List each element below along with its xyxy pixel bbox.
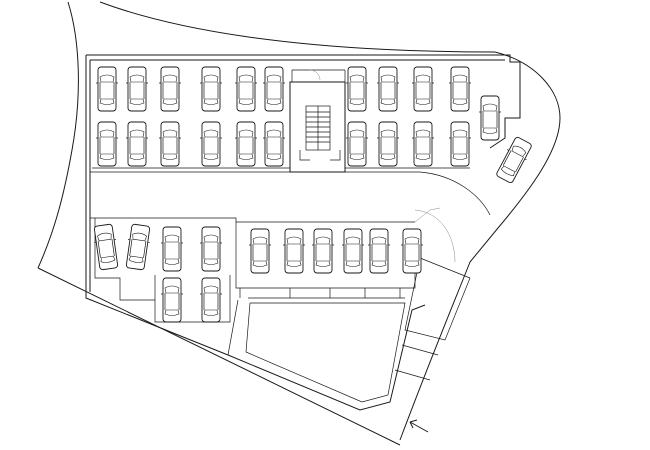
parked-car bbox=[377, 121, 399, 167]
parked-car bbox=[161, 226, 183, 272]
parked-car bbox=[377, 66, 399, 112]
parked-car bbox=[496, 136, 532, 184]
building-outline-inner bbox=[89, 59, 505, 292]
parked-car bbox=[342, 228, 364, 274]
parked-car bbox=[126, 66, 148, 112]
parked-car bbox=[283, 228, 305, 274]
parked-car bbox=[159, 121, 181, 167]
parked-car bbox=[161, 277, 183, 323]
parked-car bbox=[200, 277, 222, 323]
parked-car bbox=[412, 121, 434, 167]
building-outline bbox=[85, 54, 521, 411]
parked-cars bbox=[93, 66, 532, 323]
parked-car bbox=[449, 66, 471, 112]
parked-car bbox=[312, 228, 334, 274]
parked-car bbox=[249, 228, 271, 274]
parked-car bbox=[479, 95, 501, 141]
parked-car bbox=[96, 121, 118, 167]
parked-car bbox=[200, 121, 222, 167]
parked-car bbox=[126, 121, 148, 167]
parked-car bbox=[401, 228, 423, 274]
parked-car bbox=[235, 66, 257, 112]
site-boundary bbox=[37, 1, 561, 446]
stair-core bbox=[289, 69, 346, 173]
parked-car bbox=[263, 66, 285, 112]
parked-car bbox=[412, 66, 434, 112]
parked-car bbox=[449, 121, 471, 167]
parked-car bbox=[200, 226, 222, 272]
parked-car bbox=[368, 228, 390, 274]
parked-car bbox=[263, 121, 285, 167]
parked-car bbox=[93, 223, 119, 271]
parked-car bbox=[346, 121, 368, 167]
parked-car bbox=[235, 121, 257, 167]
parked-car bbox=[200, 66, 222, 112]
parked-car bbox=[159, 66, 181, 112]
drive-aisle-edge-top bbox=[90, 171, 491, 216]
drive-aisle-edge-bottom bbox=[90, 217, 415, 223]
drive-aisle-curve bbox=[414, 209, 456, 263]
parked-car bbox=[346, 66, 368, 112]
entry-arrow bbox=[409, 419, 429, 433]
parked-car bbox=[125, 223, 151, 271]
parked-car bbox=[96, 66, 118, 112]
